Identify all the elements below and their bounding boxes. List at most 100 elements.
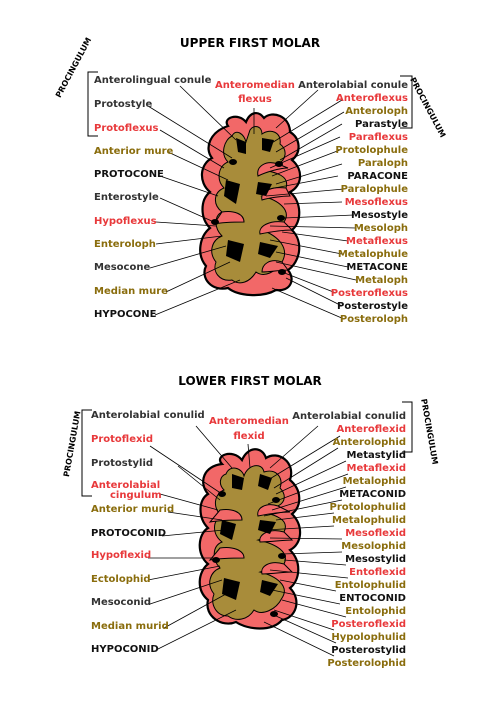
lower-left-label: cingulum xyxy=(110,490,162,501)
upper-left-label: Median mure xyxy=(94,286,168,297)
upper-right-label: Metaflexus xyxy=(346,236,408,247)
upper-right-label: Posteroflexus xyxy=(330,288,408,299)
upper-right-label: Parastyle xyxy=(355,119,408,130)
lower-right-label: Entolophid xyxy=(345,606,406,617)
lower-right-label: Anteroflexid xyxy=(336,424,406,435)
upper-right-label: Mesoflexus xyxy=(344,197,408,208)
lower-top-label-line1: Anteromedian xyxy=(209,416,289,427)
lower-left-label: Protoflexid xyxy=(91,434,154,445)
upper-left-label: Anterior mure xyxy=(94,146,174,157)
lower-flexid-1 xyxy=(259,530,294,543)
upper-right-label: Posterostyle xyxy=(337,301,408,312)
upper-fossette-4 xyxy=(256,182,272,196)
upper-right-label: Paraloph xyxy=(357,158,408,169)
upper-top-label-line2: flexus xyxy=(238,94,272,105)
lower-flexid-5 xyxy=(208,509,243,523)
upper-right-label: Metaloph xyxy=(355,275,408,286)
lower-brace-right xyxy=(402,401,413,453)
lower-title: LOWER FIRST MOLAR xyxy=(178,374,322,388)
upper-fossette-6 xyxy=(258,242,278,258)
lower-cusp-dot-2 xyxy=(212,557,220,563)
upper-fossette-2 xyxy=(262,138,274,152)
lower-leaders-left xyxy=(147,425,237,651)
upper-right-label: Anterolabial conule xyxy=(298,80,408,91)
lower-right-label: Mesostylid xyxy=(345,554,406,565)
lower-right-label: ENTOCONID xyxy=(339,593,406,604)
lower-left-label: Protostylid xyxy=(91,458,154,469)
lower-right-label: Posteroflexid xyxy=(331,619,406,630)
upper-right-label: METACONE xyxy=(346,262,408,273)
lower-top-label-line2: flexid xyxy=(233,431,265,442)
lower-fossette-4 xyxy=(258,520,276,534)
lower-right-label: Hypolophulid xyxy=(331,632,406,643)
upper-title: UPPER FIRST MOLAR xyxy=(179,36,321,50)
upper-right-label: Protolophule xyxy=(335,145,408,156)
lower-right-label: Entoflexid xyxy=(349,567,406,578)
lower-left-label: Ectolophid xyxy=(91,574,151,585)
upper-leaders-right xyxy=(253,89,357,320)
upper-fossette-3 xyxy=(224,180,240,204)
upper-left-label: PROTOCONE xyxy=(94,169,164,180)
upper-right-label: Paralophule xyxy=(340,184,408,195)
lower-right-label: Metalophid xyxy=(342,476,406,487)
upper-brace-right xyxy=(400,75,413,129)
upper-right-label: Anteroflexus xyxy=(336,93,408,104)
upper-left-label: Enteroloph xyxy=(94,239,156,250)
upper-right-label: Mesostyle xyxy=(350,210,408,221)
upper-fossette-5 xyxy=(226,240,244,262)
lower-right-label: Mesoflexid xyxy=(345,528,406,539)
upper-molar-crown xyxy=(199,112,302,297)
lower-cusp-dot-3 xyxy=(278,553,286,559)
lower-right-label: Posterolophid xyxy=(327,658,406,669)
upper-left-label: Protoflexus xyxy=(94,123,159,134)
lower-left-label: Anterolabial conulid xyxy=(91,410,205,421)
upper-left-label: HYPOCONE xyxy=(94,309,157,320)
lower-left-label: Anterolabial xyxy=(91,480,161,491)
upper-left-label: Protostyle xyxy=(94,99,153,110)
lower-left-label: Median murid xyxy=(91,621,169,632)
lower-left-label: HYPOCONID xyxy=(91,644,159,655)
upper-right-label: Paraflexus xyxy=(348,132,408,143)
upper-left-label: Hypoflexus xyxy=(94,216,157,227)
lower-right-label: Posterostylid xyxy=(331,645,406,656)
lower-right-label: Entolophulid xyxy=(334,580,406,591)
lower-fossette-3 xyxy=(220,520,236,540)
lower-fossette-1 xyxy=(232,474,244,490)
lower-fossette-2 xyxy=(258,474,272,490)
lower-left-label: Anterior murid xyxy=(91,504,175,515)
upper-right-label: Metalophule xyxy=(337,249,408,260)
upper-top-label-line1: Anteromedian xyxy=(215,80,295,91)
lower-fossette-5 xyxy=(222,578,240,600)
upper-right-label: Posteroloph xyxy=(339,314,408,325)
lower-left-label: Hypoflexid xyxy=(91,550,152,561)
lower-left-label: PROTOCONID xyxy=(91,528,167,539)
lower-right-label: Anterolabial conulid xyxy=(292,411,406,422)
upper-leaders-left xyxy=(147,85,241,316)
lower-right-label: Anterolophid xyxy=(332,437,406,448)
upper-cusp-dot-3 xyxy=(277,215,285,221)
upper-brace-left xyxy=(87,71,98,137)
upper-flexus-2 xyxy=(259,221,294,235)
upper-right-label: PARACONE xyxy=(347,171,408,182)
upper-cusp-dot-1 xyxy=(229,159,237,165)
lower-left-label: Mesoconid xyxy=(91,597,152,608)
lower-right-label: Metalophulid xyxy=(332,515,406,526)
upper-left-label: Enterostyle xyxy=(94,192,159,203)
lower-molar-crown xyxy=(198,448,302,630)
lower-leaders-right xyxy=(247,425,349,657)
upper-left-label: Anterolingual conule xyxy=(94,75,212,86)
lower-cusp-dot-4 xyxy=(270,611,278,617)
upper-flexus-4 xyxy=(212,211,245,225)
upper-cusp-dot-2 xyxy=(211,219,219,225)
upper-right-label: Mesoloph xyxy=(353,223,408,234)
lower-fossette-6 xyxy=(260,580,278,596)
upper-right-label: Anteroloph xyxy=(345,106,408,117)
lower-right-label: Metastylid xyxy=(346,450,406,461)
lower-right-label: Protolophulid xyxy=(329,502,407,513)
upper-fossette-1 xyxy=(236,138,246,154)
lower-right-label: METACONID xyxy=(339,489,406,500)
lower-brace-left xyxy=(81,409,92,497)
upper-left-label: Mesocone xyxy=(94,262,151,273)
lower-right-label: Metaflexid xyxy=(346,463,407,474)
